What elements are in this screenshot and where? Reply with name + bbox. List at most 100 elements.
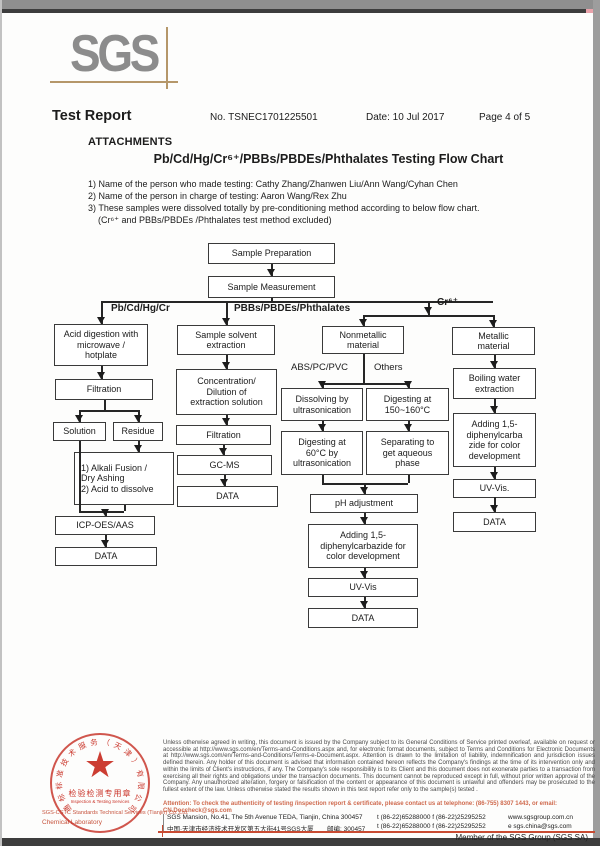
- flow-node-nonmetallic-material: Nonmetallic material: [322, 326, 404, 354]
- note-preconditioning: 3) These samples were dissolved totally …: [88, 203, 480, 213]
- connector-line: [226, 301, 228, 325]
- flow-node-uv-vis-nonmetallic: UV-Vis: [308, 578, 418, 597]
- flow-chart-title: Pb/Cd/Hg/Cr⁶⁺/PBBs/PBDEs/Phthalates Test…: [153, 152, 504, 166]
- flow-node-data-pb-cd-hg-cr: DATA: [55, 547, 157, 566]
- flow-node-separating-aqueous-phase: Separating to get aqueous phase: [366, 431, 449, 475]
- stamp-star-icon: ★: [83, 744, 117, 785]
- arrow-down-icon: [358, 319, 367, 326]
- arrow-down-icon: [133, 445, 142, 452]
- connector-line: [363, 354, 365, 383]
- footer-red-tick: [162, 825, 164, 837]
- arrow-down-icon: [489, 472, 498, 479]
- arrow-down-icon: [96, 317, 105, 324]
- stamp-ring-char: 标: [54, 781, 64, 790]
- branch-label-abs-pc-pvc: ABS/PC/PVC: [291, 362, 349, 373]
- stamp-ring-char: ）: [129, 756, 142, 768]
- legal-disclaimer-text: Unless otherwise agreed in writing, this…: [163, 740, 595, 793]
- arrow-down-icon: [489, 361, 498, 368]
- connector-line: [363, 315, 493, 317]
- scan-edge-top: [0, 0, 600, 9]
- address-line1: SGS Mansion, No.41, The 5th Avenue TEDA,…: [167, 814, 363, 821]
- scan-edge-right: [593, 0, 600, 846]
- arrow-down-icon: [359, 517, 368, 524]
- flow-node-ph-adjustment: pH adjustment: [310, 494, 418, 513]
- report-date: Date: 10 Jul 2017: [366, 112, 445, 123]
- flow-node-filtration-1: Filtration: [55, 379, 153, 400]
- flow-node-uv-vis-metallic: UV-Vis.: [453, 479, 536, 498]
- arrow-down-icon: [266, 269, 275, 276]
- arrow-down-icon: [317, 424, 326, 431]
- connector-line: [101, 301, 103, 324]
- flow-node-digesting-150-160: Digesting at 150~160°C: [366, 388, 449, 421]
- scan-edge-bottom: [0, 838, 600, 846]
- stamp-inspection-text-cn: 检验检测专用章: [68, 789, 132, 798]
- flow-node-adding-dpc-nonmetallic: Adding 1,5- diphenylcarbazide for color …: [308, 524, 418, 568]
- flow-node-icp-oes-aas: ICP-OES/AAS: [55, 516, 155, 535]
- arrow-down-icon: [100, 509, 109, 516]
- flow-node-filtration-2: Filtration: [176, 425, 271, 445]
- arrow-down-icon: [489, 505, 498, 512]
- arrow-down-icon: [74, 415, 83, 422]
- connector-line: [322, 475, 324, 483]
- flow-node-concentration-dilution: Concentration/ Dilution of extraction so…: [176, 369, 277, 415]
- arrow-down-icon: [403, 381, 412, 388]
- stamp-ring-char: 技: [58, 756, 71, 768]
- attention-authenticity-text: Attention: To check the authenticity of …: [163, 801, 557, 814]
- stamp-ring-char: 准: [54, 768, 66, 779]
- company-seal-stamp: ★ 检验检测专用章 Inspection & Testing Services …: [50, 733, 150, 833]
- branch-label-pbbs-pbdes-phthalates: PBBs/PBDEs/Phthalates: [234, 303, 351, 314]
- arrow-down-icon: [423, 307, 432, 314]
- arrow-down-icon: [221, 318, 230, 325]
- flow-node-gc-ms: GC-MS: [177, 455, 272, 475]
- flow-node-solution: Solution: [53, 422, 106, 441]
- flow-node-acid-digestion: Acid digestion with microwave / hotplate: [54, 324, 148, 366]
- address-line2-email: e sgs.china@sgs.com: [508, 823, 572, 830]
- stamp-ring-char: 限: [136, 781, 146, 790]
- stamp-ring-char: 津: [121, 747, 134, 759]
- flow-node-boiling-water-extraction: Boiling water extraction: [453, 368, 536, 399]
- arrow-down-icon: [219, 479, 228, 486]
- flow-node-data-metallic: DATA: [453, 512, 536, 532]
- branch-label-others: Others: [374, 362, 403, 373]
- arrow-down-icon: [317, 381, 326, 388]
- note-method-excluded: (Cr⁶⁺ and PBBs/PBDEs /Phthalates test me…: [98, 215, 332, 225]
- arrow-down-icon: [489, 406, 498, 413]
- stamp-ring-char: 天: [112, 740, 124, 752]
- arrow-down-icon: [221, 418, 230, 425]
- stamp-ring-char: 术: [66, 747, 79, 759]
- note-tester-names: 1) Name of the person who made testing: …: [88, 179, 458, 189]
- branch-label-cr6plus: Cr⁶⁺: [437, 297, 458, 308]
- stamp-ring-char: 有: [134, 768, 146, 779]
- flow-node-alkali-fusion: 1) Alkali Fusion / Dry Ashing 2) Acid to…: [74, 452, 174, 505]
- arrow-down-icon: [359, 571, 368, 578]
- scan-edge-top-line: [0, 9, 600, 13]
- flow-node-data-pbbs-pbdes: DATA: [177, 486, 278, 507]
- flow-node-dissolving-by-ultrasonication: Dissolving by ultrasonication: [281, 388, 363, 421]
- connector-line: [494, 497, 496, 512]
- flow-node-sample-measurement: Sample Measurement: [208, 276, 335, 298]
- flow-node-digesting-60-ultrasonication: Digesting at 60°C by ultrasonication: [281, 431, 363, 475]
- flow-node-sample-solvent-extraction: Sample solvent extraction: [177, 325, 275, 355]
- stamp-inspection-text-en: Inspection & Testing Services: [70, 799, 130, 804]
- logo-crosshair-hline: [50, 81, 178, 83]
- scan-corner-mark: [586, 9, 593, 13]
- address-line2: 中国·天津市经济技术开发区第五大街41号SGS大厦: [167, 826, 314, 833]
- attachments-heading: ATTACHMENTS: [88, 136, 173, 148]
- stamp-ring-char: （: [101, 737, 111, 748]
- flow-node-sample-preparation: Sample Preparation: [208, 243, 335, 264]
- arrow-down-icon: [359, 487, 368, 494]
- connector-line: [79, 441, 81, 511]
- arrow-down-icon: [96, 372, 105, 379]
- sgs-group-member-text: Member of the SGS Group (SGS SA): [455, 833, 589, 842]
- connector-line: [124, 505, 126, 511]
- scan-edge-left: [0, 0, 2, 846]
- footer-red-rule: [158, 831, 595, 833]
- flow-node-metallic-material: Metallic material: [452, 327, 535, 355]
- flow-node-data-nonmetallic: DATA: [308, 608, 418, 628]
- address-line1-phone: t (86-22)65288000 f (86-22)25295252: [377, 814, 486, 821]
- connector-line: [101, 301, 493, 303]
- connector-line: [322, 383, 408, 385]
- flow-node-residue: Residue: [113, 422, 163, 441]
- address-line2-phone: t (86-22)65288000 f (86-22)25295252: [377, 823, 486, 830]
